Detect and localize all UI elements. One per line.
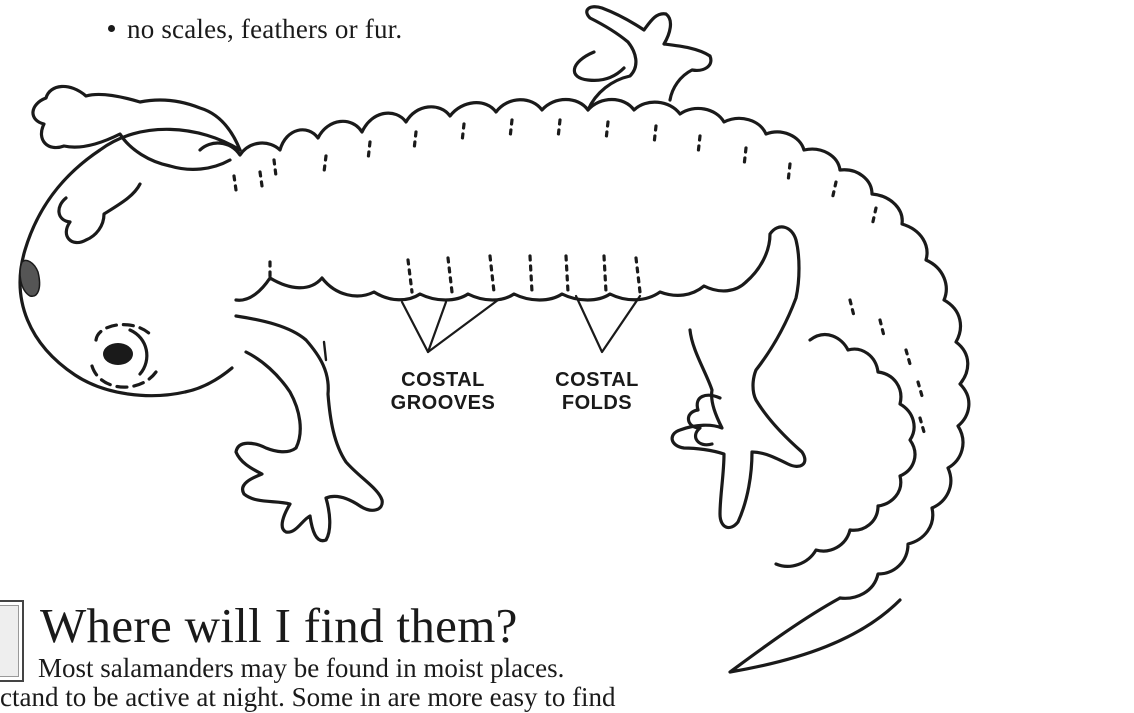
section-heading: Where will I find them?	[40, 598, 518, 654]
salamander-upper-left-toes	[59, 184, 140, 243]
document-page: no scales, feathers or fur.	[0, 0, 1134, 695]
salamander-front-leg-lower	[236, 316, 382, 541]
salamander-belly	[236, 278, 746, 300]
salamander-snout	[20, 260, 40, 296]
salamander-illustration	[0, 0, 1134, 695]
costal-folds-label: COSTAL FOLDS	[545, 369, 649, 415]
section-body-line-1: Most salamanders may be found in moist p…	[38, 652, 564, 684]
costal-folds-label-line2: FOLDS	[545, 392, 649, 415]
costal-grooves-label-line1: COSTAL	[384, 369, 502, 392]
label-pointer-lines	[402, 296, 640, 352]
costal-folds-label-line1: COSTAL	[545, 369, 649, 392]
salamander-tail-underside	[776, 335, 915, 567]
costal-grooves-label-line2: GROOVES	[384, 392, 502, 415]
salamander-back-leg-toes-left	[688, 395, 720, 444]
salamander-tail-tip	[730, 598, 900, 672]
section-marker-inner	[0, 605, 19, 677]
salamander-eye-icon	[92, 325, 156, 388]
salamander-front-leg-upper	[33, 86, 240, 169]
salamander-back-leg-upper	[587, 7, 711, 110]
section-body-line-2: ctand to be active at night. Some in are…	[0, 681, 616, 713]
costal-grooves-label: COSTAL GROOVES	[384, 369, 502, 415]
salamander-back-leg-lower	[672, 227, 805, 528]
salamander-leg-mark	[324, 342, 326, 360]
section-marker-box	[0, 600, 24, 682]
salamander-back-leg-upper-toe	[574, 52, 624, 80]
